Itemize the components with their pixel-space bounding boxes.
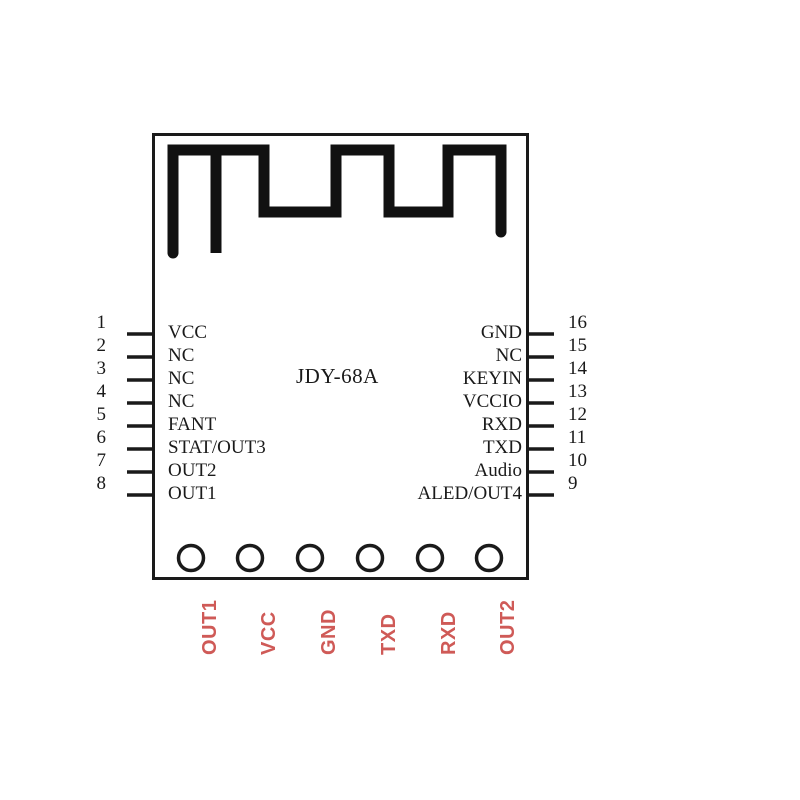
pin-label-fant: FANT <box>168 414 217 435</box>
pin-number-7: 7 <box>96 450 107 471</box>
pin-label-gnd: GND <box>480 322 522 343</box>
pin-number-15: 15 <box>568 335 587 356</box>
pin-label-txd: TXD <box>482 437 522 458</box>
pin-number-14: 14 <box>568 358 587 379</box>
pin-number-8: 8 <box>96 473 107 494</box>
pin-label-vccio: VCCIO <box>462 391 522 412</box>
pin-label-rxd: RXD <box>481 414 522 435</box>
pin-label-out1: OUT1 <box>168 483 217 504</box>
pin-number-13: 13 <box>568 381 587 402</box>
pad-label-vcc: VCC <box>258 611 280 655</box>
pin-number-3: 3 <box>96 358 107 379</box>
pad-label-gnd: GND <box>318 609 340 655</box>
left-pin-leads <box>127 332 153 497</box>
pin-number-2: 2 <box>96 335 107 356</box>
pin-label-nc-4: NC <box>168 391 195 412</box>
pin-number-4: 4 <box>96 381 107 402</box>
antenna-trace <box>167 144 507 259</box>
pin-label-vcc: VCC <box>168 322 208 343</box>
pin-number-12: 12 <box>568 404 587 425</box>
pin-number-9: 9 <box>568 473 578 494</box>
pad-hole <box>355 543 385 573</box>
pad-label-rxd: RXD <box>438 611 460 655</box>
chip-part-name: JDY-68A <box>296 364 379 388</box>
right-pin-leads <box>528 332 554 497</box>
pad-hole <box>474 543 504 573</box>
pin-number-11: 11 <box>568 427 587 448</box>
pin-label-nc-3: NC <box>168 368 195 389</box>
pad-label-txd: TXD <box>378 613 400 656</box>
pad-hole <box>176 543 206 573</box>
pad-hole <box>415 543 445 573</box>
pin-label-aled-out4: ALED/OUT4 <box>417 483 522 504</box>
pin-number-10: 10 <box>568 450 587 471</box>
pin-label-out2: OUT2 <box>168 460 217 481</box>
pin-number-16: 16 <box>568 312 587 333</box>
pad-hole <box>235 543 265 573</box>
pin-label-keyin: KEYIN <box>462 368 522 389</box>
pin-label-nc-2: NC <box>168 345 195 366</box>
pin-label-nc-15: NC <box>495 345 522 366</box>
pin-number-6: 6 <box>96 427 107 448</box>
pin-label-audio: Audio <box>474 460 523 481</box>
pad-label-out2: OUT2 <box>497 599 519 655</box>
pad-hole <box>295 543 325 573</box>
pin-number-1: 1 <box>96 312 107 333</box>
pin-number-5: 5 <box>96 404 107 425</box>
pad-label-out1: OUT1 <box>199 599 221 655</box>
pin-label-stat-out3: STAT/OUT3 <box>168 437 266 458</box>
bottom-pad-holes <box>176 543 504 573</box>
